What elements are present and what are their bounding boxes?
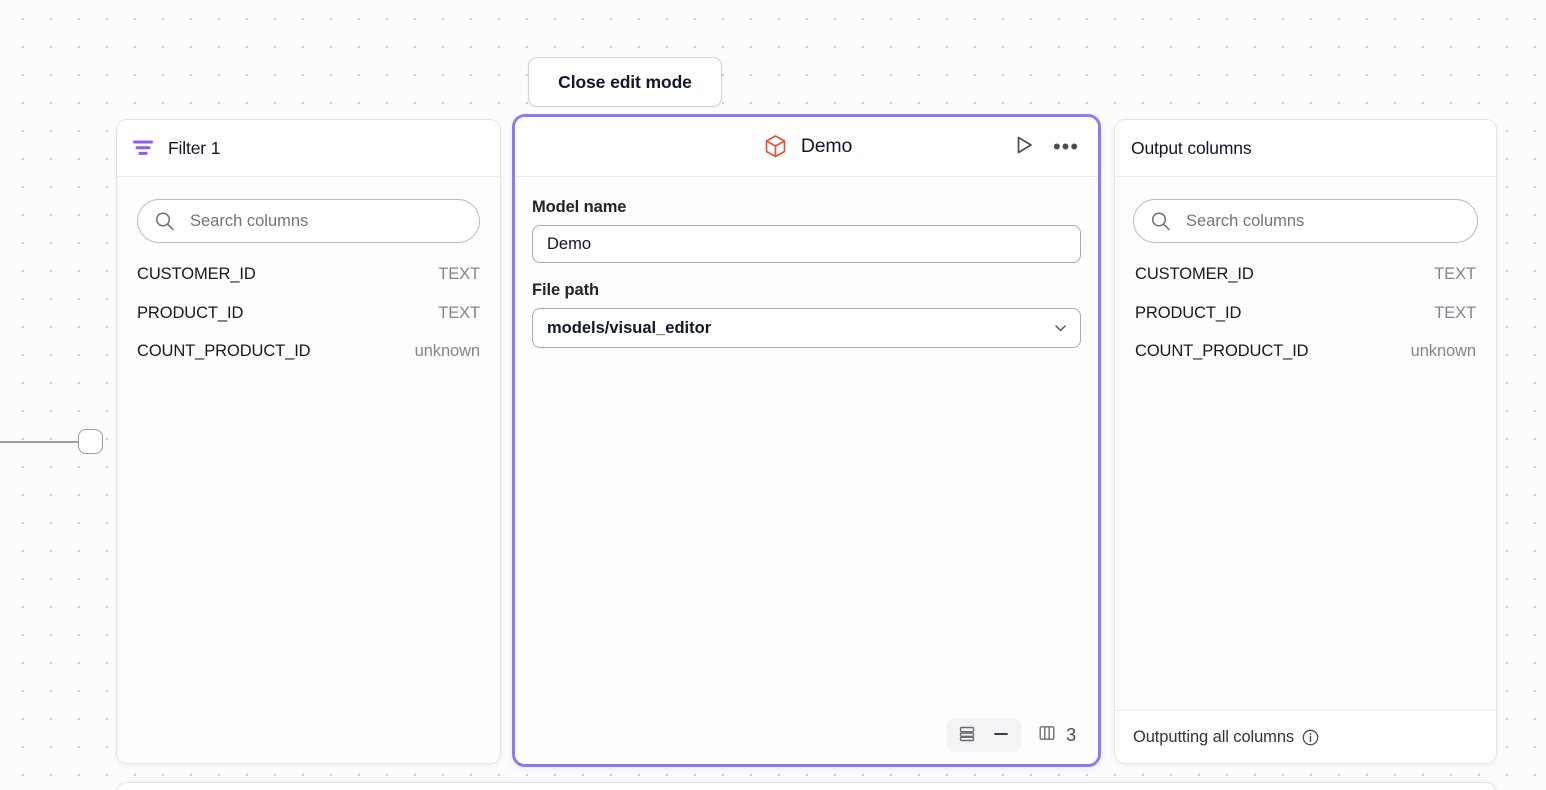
filter-search-wrap bbox=[137, 199, 480, 243]
output-panel-title: Output columns bbox=[1131, 137, 1252, 158]
column-type: TEXT bbox=[1434, 303, 1476, 322]
model-header-actions: ••• bbox=[1008, 131, 1082, 163]
file-path-label: File path bbox=[532, 281, 599, 299]
model-panel-body: Model name File path models/visual_edito… bbox=[515, 177, 1098, 764]
file-path-select[interactable]: models/visual_editor bbox=[532, 308, 1081, 348]
column-name: CUSTOMER_ID bbox=[137, 265, 256, 283]
column-type: TEXT bbox=[1434, 265, 1476, 283]
filter-panel-header: Filter 1 bbox=[117, 120, 500, 177]
column-count-value: 3 bbox=[1066, 724, 1076, 745]
column-name: CUSTOMER_ID bbox=[1135, 265, 1254, 283]
list-item[interactable]: PRODUCT_ID TEXT bbox=[1135, 304, 1476, 343]
more-options-button[interactable]: ••• bbox=[1050, 131, 1082, 163]
model-name-label: Model name bbox=[532, 198, 627, 216]
more-horizontal-icon: ••• bbox=[1052, 133, 1080, 159]
close-edit-mode-button[interactable]: Close edit mode bbox=[528, 57, 722, 107]
filter-panel-body: CUSTOMER_ID TEXT PRODUCT_ID TEXT COUNT_P… bbox=[117, 177, 500, 763]
list-item[interactable]: COUNT_PRODUCT_ID unknown bbox=[1135, 342, 1476, 381]
list-item[interactable]: PRODUCT_ID TEXT bbox=[137, 304, 480, 343]
connector-handle[interactable] bbox=[78, 429, 103, 454]
model-footer-toolbar: 3 bbox=[947, 718, 1084, 752]
column-type: TEXT bbox=[438, 303, 480, 322]
minus-icon bbox=[991, 724, 1011, 747]
list-item[interactable]: CUSTOMER_ID TEXT bbox=[1135, 265, 1476, 304]
output-panel-header: Output columns bbox=[1115, 120, 1496, 177]
file-path-select-wrap: models/visual_editor bbox=[532, 308, 1081, 348]
output-footer: Outputting all columns bbox=[1115, 710, 1496, 763]
column-name: COUNT_PRODUCT_ID bbox=[1135, 342, 1309, 360]
view-toggle-group bbox=[947, 718, 1022, 752]
column-name: COUNT_PRODUCT_ID bbox=[137, 342, 311, 360]
model-panel-header: Demo ••• bbox=[515, 117, 1098, 177]
cube-icon bbox=[763, 134, 788, 159]
output-footer-text: Outputting all columns bbox=[1133, 727, 1295, 746]
column-name: PRODUCT_ID bbox=[137, 303, 244, 322]
model-panel[interactable]: Demo ••• Model name File path models/vis… bbox=[512, 114, 1101, 767]
output-search-wrap bbox=[1133, 199, 1478, 243]
info-icon[interactable] bbox=[1302, 729, 1319, 746]
search-input[interactable] bbox=[137, 199, 480, 243]
filter-icon bbox=[133, 140, 153, 156]
list-item[interactable]: COUNT_PRODUCT_ID unknown bbox=[137, 342, 480, 381]
column-type: TEXT bbox=[438, 265, 480, 283]
columns-icon bbox=[1037, 723, 1057, 748]
column-type: unknown bbox=[414, 342, 480, 360]
filter-panel[interactable]: Filter 1 CUSTOMER_ID TEXT PRODUCT_ID TEX… bbox=[116, 119, 501, 764]
filter-panel-title: Filter 1 bbox=[168, 137, 221, 158]
rows-view-button[interactable] bbox=[951, 721, 983, 749]
model-name-input[interactable] bbox=[532, 225, 1081, 263]
collapse-button[interactable] bbox=[985, 721, 1017, 749]
model-panel-title: Demo bbox=[800, 135, 853, 157]
bottom-partial-panel[interactable] bbox=[116, 782, 1497, 790]
column-name: PRODUCT_ID bbox=[1135, 303, 1242, 322]
connector-edge bbox=[0, 441, 82, 443]
column-count-group[interactable]: 3 bbox=[1025, 723, 1084, 748]
run-button[interactable] bbox=[1008, 131, 1040, 163]
output-panel-body: CUSTOMER_ID TEXT PRODUCT_ID TEXT COUNT_P… bbox=[1115, 177, 1496, 763]
output-columns-panel[interactable]: Output columns CUSTOMER_ID TEXT PRODUCT_… bbox=[1114, 119, 1497, 764]
rows-icon bbox=[957, 724, 977, 747]
list-item[interactable]: CUSTOMER_ID TEXT bbox=[137, 265, 480, 304]
column-type: unknown bbox=[1410, 342, 1476, 360]
play-icon bbox=[1013, 134, 1035, 159]
output-column-list: CUSTOMER_ID TEXT PRODUCT_ID TEXT COUNT_P… bbox=[1115, 265, 1496, 381]
model-title-group: Demo bbox=[763, 134, 852, 159]
search-input[interactable] bbox=[1133, 199, 1478, 243]
filter-column-list: CUSTOMER_ID TEXT PRODUCT_ID TEXT COUNT_P… bbox=[117, 265, 500, 381]
model-form: Model name File path models/visual_edito… bbox=[515, 177, 1098, 348]
